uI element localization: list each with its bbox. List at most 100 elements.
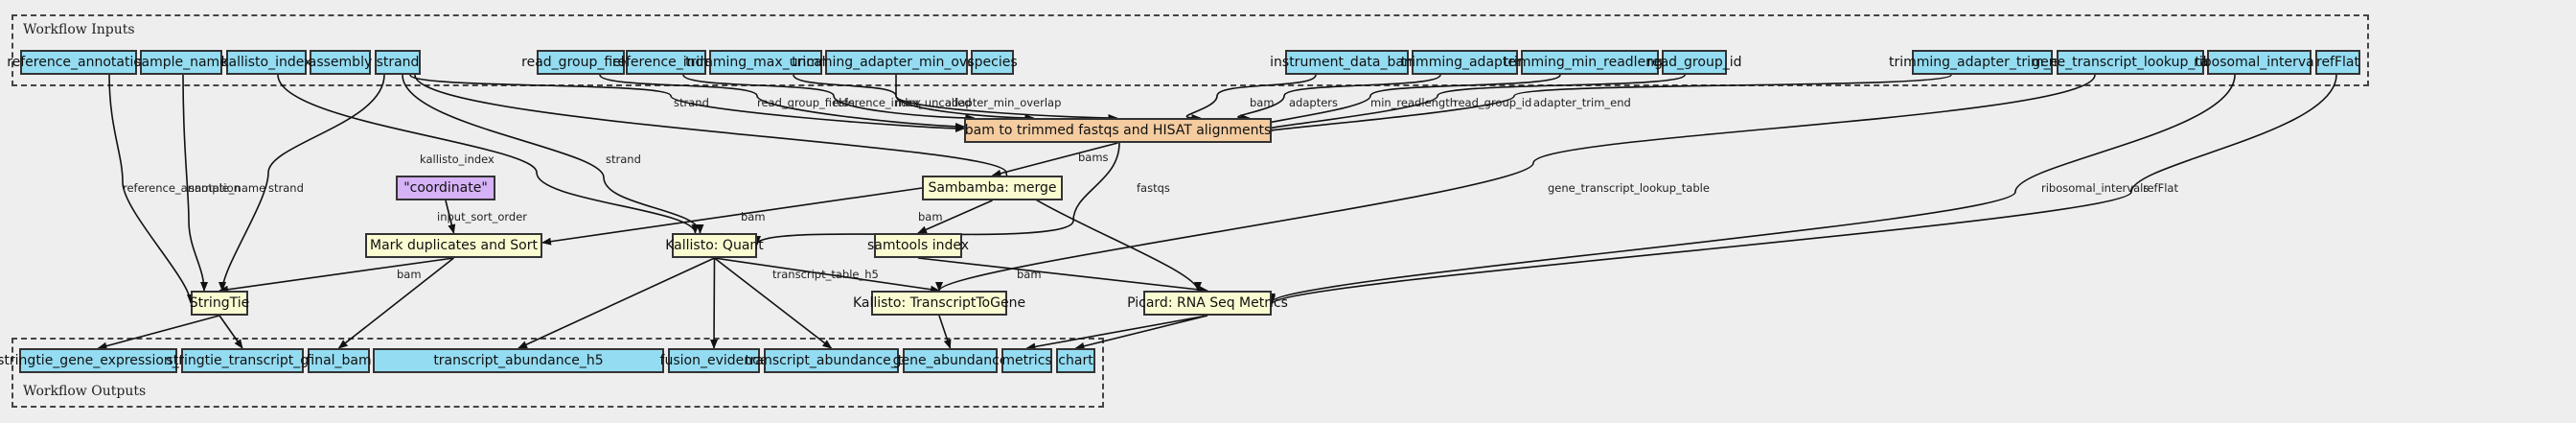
- output-node-fusion-evidence[interactable]: fusion_evidence: [660, 348, 768, 373]
- output-node-final-bam[interactable]: final_bam: [306, 348, 372, 373]
- edge-transcript-to-gene-to-gene-abundance: [938, 315, 952, 349]
- edge-label: read_group_id: [1454, 96, 1531, 109]
- input-node-gene-transcript-lookup-table[interactable]: gene_transcript_lookup_table: [2032, 50, 2229, 75]
- edge-label: adapter_min_overlap: [945, 96, 1061, 109]
- edge-label: read_group_fields: [757, 96, 855, 109]
- output-node-transcript-abundance-h5[interactable]: transcript_abundance_h5: [373, 348, 664, 373]
- edge-strand-to-stringtie: [218, 74, 385, 292]
- step-node-bam-to-trimmed[interactable]: bam to trimmed fastqs and HISAT alignmen…: [964, 118, 1272, 143]
- edge-label: min_readlength: [1370, 96, 1457, 109]
- input-node-refFlat[interactable]: refFlat: [2315, 50, 2360, 75]
- edge-sambamba-merge-to-samtools-index: [917, 200, 993, 234]
- step-node-stringtie[interactable]: StringTie: [190, 291, 249, 316]
- input-node-species[interactable]: species: [967, 50, 1018, 75]
- output-node-stringtie-transcript-gtf[interactable]: stringtie_transcript_gtf: [166, 348, 319, 373]
- input-node-ribosomal-intervals[interactable]: ribosomal_intervals: [2194, 50, 2325, 75]
- edge-trimming-min-readlength-to-bam-to-trimmed: [1262, 74, 1561, 129]
- step-node-picard-rnaseq[interactable]: Picard: RNA Seq Metrics: [1127, 291, 1288, 316]
- edge-kallisto-quant-to-transcript-to-gene: [714, 257, 940, 294]
- edge-stringtie-to-stringtie-gene-expression-tsv: [97, 315, 220, 350]
- step-node-sambamba-merge[interactable]: Sambamba: merge: [922, 176, 1063, 200]
- input-node-trimming-adapter-min-overlap[interactable]: trimming_adapter_min_overlap: [792, 50, 1001, 75]
- input-node-trimming-adapter-trim-end[interactable]: trimming_adapter_trim_end: [1889, 50, 2076, 75]
- output-node-transcript-abundance-tsv[interactable]: transcript_abundance_tsv: [745, 348, 918, 373]
- edge-trimming-adapters-to-bam-to-trimmed: [1237, 74, 1441, 122]
- input-node-trimming-max-uncalled[interactable]: trimming_max_uncalled: [685, 50, 846, 75]
- input-node-assembly[interactable]: assembly: [309, 50, 372, 75]
- edge-label: adapters: [1289, 96, 1338, 109]
- edge-samtools-index-to-picard-rnaseq: [917, 257, 1208, 294]
- edge-label: refFlat: [2143, 181, 2178, 195]
- edge-label: transcript_table_h5: [772, 268, 879, 281]
- edge-strand-to-kallisto-quant: [402, 74, 704, 234]
- workflow-outputs-label: Workflow Outputs: [23, 384, 147, 399]
- edge-strand-to-picard-rnaseq: [414, 74, 1202, 292]
- edge-label: input_sort_order: [437, 210, 527, 223]
- edge-label: strand: [674, 96, 709, 109]
- input-node-kallisto-index[interactable]: kallisto_index: [221, 50, 311, 75]
- edge-label: ribosomal_intervals: [2041, 181, 2149, 195]
- output-node-metrics[interactable]: metrics: [1001, 348, 1052, 373]
- edge-label: bam: [741, 210, 766, 223]
- input-node-read-group-fields[interactable]: read_group_fields: [521, 50, 640, 75]
- step-node-mark-dup[interactable]: Mark duplicates and Sort: [365, 233, 542, 258]
- input-node-trimming-min-readlength[interactable]: trimming_min_readlength: [1504, 50, 1676, 75]
- input-node-instrument-data-bams[interactable]: instrument_data_bams: [1270, 50, 1424, 75]
- step-node-kallisto-quant[interactable]: Kallisto: Quant: [665, 233, 764, 258]
- edge-mark-dup-to-stringtie: [218, 257, 454, 294]
- edge-stringtie-to-stringtie-transcript-gtf: [218, 315, 243, 349]
- edge-kallisto-index-to-kallisto-quant: [277, 74, 700, 234]
- output-node-gene-abundance[interactable]: gene_abundance: [893, 348, 1007, 373]
- edge-bam-to-trimmed-to-kallisto-quant: [753, 142, 1120, 246]
- step-node-samtools-index[interactable]: samtools index: [867, 233, 969, 258]
- edge-label: kallisto_index: [420, 153, 494, 166]
- edge-gene-transcript-lookup-table-to-transcript-to-gene: [935, 74, 2096, 292]
- edge-trimming-adapter-min-overlap-to-bam-to-trimmed: [895, 75, 1118, 122]
- edge-label: bam: [918, 210, 943, 223]
- edge-label: adapter_trim_end: [1533, 96, 1631, 109]
- edge-ribosomal-intervals-to-picard-rnaseq: [1268, 74, 2236, 303]
- edge-label: gene_transcript_lookup_table: [1548, 181, 1710, 195]
- edge-kallisto-quant-to-fusion-evidence: [710, 257, 719, 349]
- input-node-reference-annotation[interactable]: reference_annotation: [7, 50, 150, 75]
- edge-reference-annotation-to-stringtie: [108, 74, 195, 304]
- edge-strand-to-bam-to-trimmed: [409, 74, 965, 132]
- edge-mark-dup-to-final-bam: [337, 257, 454, 349]
- input-node-read-group-id[interactable]: read_group_id: [1647, 50, 1741, 75]
- output-node-stringtie-gene-expression-tsv[interactable]: stringtie_gene_expression_tsv: [0, 348, 199, 373]
- edge-label: bam: [1250, 96, 1275, 109]
- edge-kallisto-quant-to-transcript-abundance-h5: [518, 257, 715, 349]
- edge-sambamba-merge-to-mark-dup: [541, 187, 923, 246]
- edge-picard-rnaseq-to-metrics: [1025, 315, 1208, 351]
- input-node-sample-name[interactable]: sample_name: [134, 50, 228, 75]
- workflow-inputs-label: Workflow Inputs: [23, 22, 135, 37]
- edge-sample-name-to-stringtie: [182, 74, 208, 292]
- output-node-chart[interactable]: chart: [1056, 348, 1095, 373]
- edge-reference-index-to-bam-to-trimmed: [682, 74, 976, 122]
- edge-refFlat-to-picard-rnaseq: [1268, 74, 2337, 305]
- edge-instrument-data-bams-to-bam-to-trimmed: [1185, 74, 1317, 122]
- edge-kallisto-quant-to-transcript-abundance-tsv: [714, 257, 833, 349]
- workflow-outputs-cluster: Workflow Outputs: [12, 338, 1104, 408]
- input-node-reference-index[interactable]: reference_index: [612, 50, 720, 75]
- edge-label: max_uncalled: [895, 96, 972, 109]
- edge-coordinate-to-mark-dup: [445, 200, 456, 234]
- edge-read-group-fields-to-bam-to-trimmed: [599, 74, 965, 130]
- constant-node-coordinate[interactable]: "coordinate": [396, 176, 495, 200]
- edge-trimming-adapter-trim-end-to-bam-to-trimmed: [1262, 74, 1952, 135]
- edge-label: fastqs: [1137, 181, 1170, 195]
- edge-label: strand: [268, 181, 304, 195]
- input-node-strand[interactable]: strand: [375, 50, 421, 75]
- edge-label: bam: [397, 268, 422, 281]
- step-node-transcript-to-gene[interactable]: Kallisto: TranscriptToGene: [853, 291, 1025, 316]
- edge-label: bams: [1078, 151, 1109, 164]
- edge-label: bam: [1017, 268, 1042, 281]
- edge-label: reference_annotation: [123, 181, 241, 195]
- edge-read-group-id-to-bam-to-trimmed: [1262, 74, 1686, 133]
- edge-label: strand: [606, 153, 641, 166]
- input-node-trimming-adapters[interactable]: trimming_adapters: [1401, 50, 1529, 75]
- edge-picard-rnaseq-to-chart: [1074, 315, 1208, 350]
- edge-bam-to-trimmed-to-sambamba-merge: [991, 142, 1118, 177]
